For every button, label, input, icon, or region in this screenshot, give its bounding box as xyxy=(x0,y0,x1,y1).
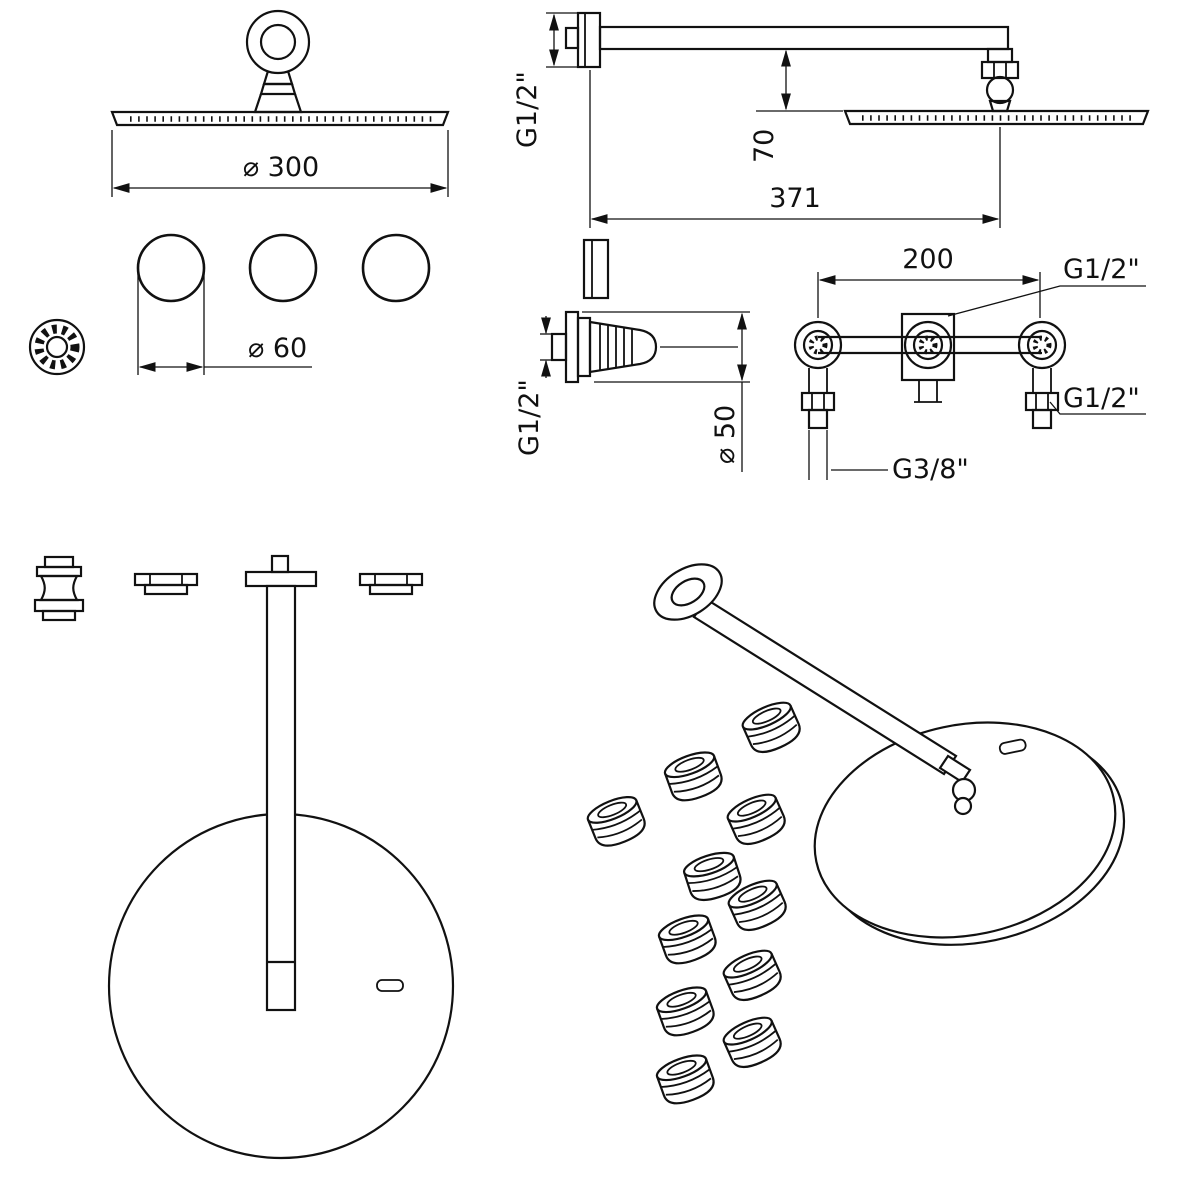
arm-ball-joint xyxy=(985,75,1015,113)
view-ceiling-shower-front xyxy=(33,554,455,1160)
handle-knob-side xyxy=(550,310,658,384)
handle-escutcheon-side xyxy=(582,238,610,300)
hex-nut xyxy=(719,944,787,1007)
knob-front xyxy=(136,233,206,303)
hex-nut xyxy=(652,981,719,1042)
callout-inlet-bottom: G3/8" xyxy=(808,430,969,485)
inline-valve-part xyxy=(33,555,85,622)
hex-nut xyxy=(583,790,651,853)
dim-handle-thread: G1/2" xyxy=(514,316,554,456)
label-wall-thread: G1/2" xyxy=(512,71,543,148)
dim-port-spacing: 200 xyxy=(817,244,1041,318)
wall-escutcheon xyxy=(564,11,602,69)
view-head-side: ⌀ 300 xyxy=(110,9,450,197)
view-wall-arm-side: G1/2" 70 371 xyxy=(512,11,1150,228)
escutcheon-side-a xyxy=(133,572,199,596)
hex-nut xyxy=(723,788,791,851)
label-knob-diameter: ⌀ 60 xyxy=(248,333,307,364)
label-outlet-right: G1/2" xyxy=(1063,383,1140,414)
hex-nut xyxy=(660,746,727,807)
label-arm-length: 371 xyxy=(769,183,821,214)
knob-front xyxy=(361,233,431,303)
dim-handle-diameter: ⌀ 50 xyxy=(582,311,750,472)
wall-rosette xyxy=(28,318,86,376)
label-head-drop: 70 xyxy=(749,129,780,163)
fittings-set xyxy=(583,696,806,1110)
hex-nut xyxy=(738,696,806,759)
escutcheon-side-b xyxy=(358,572,424,596)
dim-knob-diameter: ⌀ 60 xyxy=(137,272,312,375)
dim-head-diameter: ⌀ 300 xyxy=(111,130,449,197)
iso-head xyxy=(813,721,1126,946)
dim-arm-length: 371 xyxy=(589,70,1001,228)
view-isometric xyxy=(583,563,1126,1110)
hex-nut xyxy=(719,1011,787,1074)
label-handle-thread: G1/2" xyxy=(514,379,545,456)
head-disc-side-2 xyxy=(843,109,1150,126)
callout-outlet-top: G1/2" xyxy=(947,254,1146,317)
label-head-diameter: ⌀ 300 xyxy=(243,152,319,183)
valve-right xyxy=(1017,320,1067,430)
view-handle-side: G1/2" ⌀ 50 xyxy=(514,238,750,472)
hex-nut xyxy=(652,1049,719,1110)
label-outlet-top: G1/2" xyxy=(1063,254,1140,285)
shower-arm-side xyxy=(598,25,1020,80)
view-mixer-valve: 200 G1/2" G1/2" G3/8" xyxy=(793,244,1146,485)
hex-nut xyxy=(654,909,721,970)
valve-pipe xyxy=(818,335,1042,355)
knob-front xyxy=(248,233,318,303)
dim-head-drop: 70 xyxy=(749,49,843,163)
callout-outlet-right: G1/2" xyxy=(1049,383,1146,415)
brand-mark xyxy=(998,738,1027,755)
head-connector xyxy=(253,70,303,114)
brand-mark xyxy=(376,979,404,992)
iso-ball-joint xyxy=(938,754,977,816)
head-front xyxy=(107,584,455,1160)
iso-arm xyxy=(653,563,958,776)
ceiling-mount xyxy=(244,554,318,588)
head-disc-side xyxy=(110,110,450,127)
label-handle-diameter: ⌀ 50 xyxy=(710,405,741,464)
ceiling-arm xyxy=(265,584,297,1012)
valve-left xyxy=(793,320,843,430)
swivel-ring xyxy=(245,9,311,75)
label-inlet-bottom: G3/8" xyxy=(892,454,969,485)
label-port-spacing: 200 xyxy=(902,244,954,275)
valve-center xyxy=(900,312,956,403)
view-knobs-front: ⌀ 60 xyxy=(28,233,431,376)
dim-wall-thread: G1/2" xyxy=(512,12,580,148)
